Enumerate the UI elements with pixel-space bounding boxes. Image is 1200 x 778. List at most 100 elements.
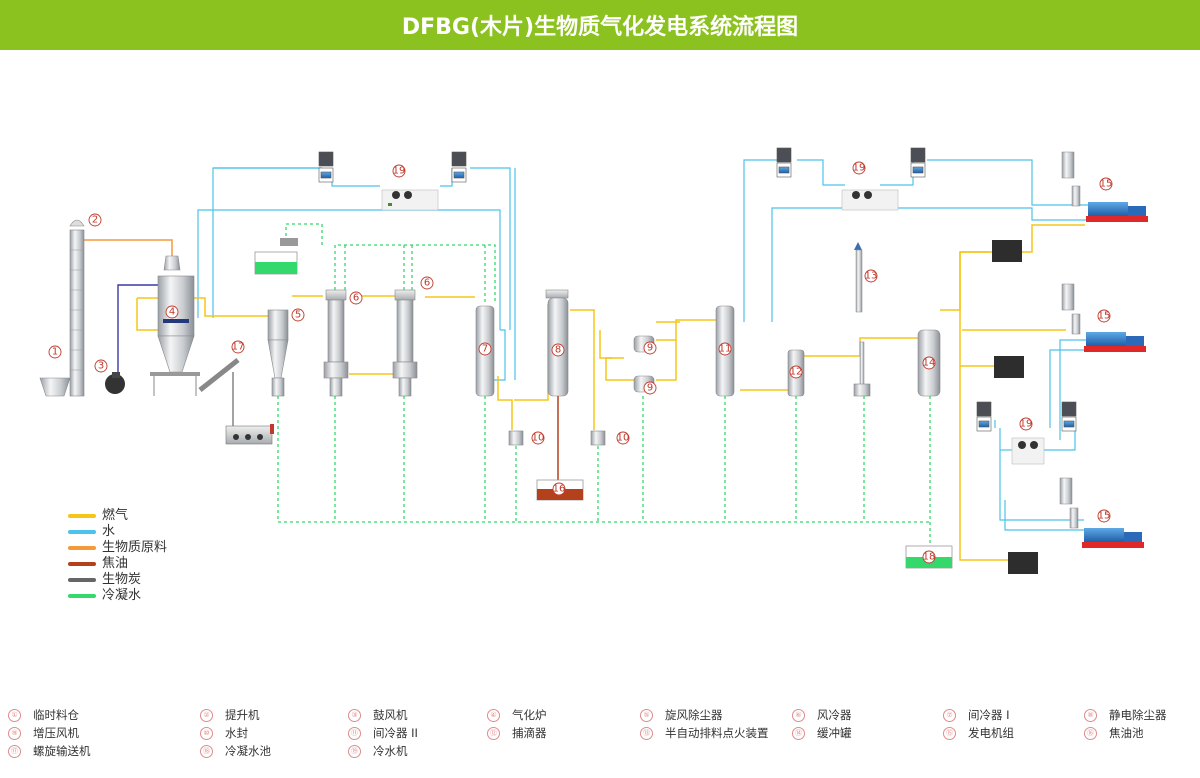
legend-swatch-biomass (68, 546, 96, 550)
legend-label: 水 (102, 524, 116, 539)
tag-10a: 10 (531, 431, 545, 445)
svg-text:8: 8 (555, 345, 561, 356)
generator-set-3 (1059, 477, 1144, 548)
screw-conveyor (198, 358, 274, 445)
tag-17: 17 (231, 340, 245, 354)
cyclone (267, 309, 289, 397)
air-line (117, 284, 160, 372)
legend-label: 焦油 (102, 556, 129, 571)
svg-text:4: 4 (169, 307, 175, 318)
tag-15a: 15 (1099, 177, 1113, 191)
legend-label: 燃气 (102, 508, 129, 523)
tag-6a: 6 (349, 291, 363, 305)
legend-swatch-condensate (68, 594, 96, 598)
svg-text:5: 5 (295, 310, 301, 321)
process-flow-diagram: 1 2 3 4 5 6 6 7 8 9 9 10 10 11 12 13 14 … (39, 147, 1148, 574)
svg-text:19: 19 (1020, 419, 1033, 430)
svg-text:12: 12 (790, 367, 803, 378)
legend-swatch-tar (68, 562, 96, 566)
tag-14: 14 (922, 356, 936, 370)
water-tank (254, 238, 298, 275)
svg-text:19: 19 (853, 163, 866, 174)
legend-label: 生物炭 (102, 572, 142, 587)
svg-text:14: 14 (923, 358, 936, 369)
tag-7: 7 (478, 342, 492, 356)
svg-text:2: 2 (92, 215, 98, 226)
svg-text:1: 1 (52, 347, 58, 358)
water-seal-2 (590, 430, 606, 446)
tag-2: 2 (88, 213, 102, 227)
temporary-silo (39, 219, 85, 397)
svg-text:9: 9 (647, 383, 653, 394)
svg-text:13: 13 (865, 271, 878, 282)
air-cooler-2 (392, 289, 418, 397)
page-title: DFBG(木片)生物质气化发电系统流程图 (401, 15, 799, 40)
equipment-tags: 1 2 3 4 5 6 6 7 8 9 9 10 10 11 12 13 14 … (48, 161, 1113, 564)
tag-12: 12 (789, 365, 803, 379)
svg-text:16: 16 (553, 484, 566, 495)
blower (105, 372, 125, 394)
chiller-unit-1 (381, 189, 439, 211)
title-banner: DFBG(木片)生物质气化发电系统流程图 (0, 0, 1200, 52)
svg-text:15: 15 (1098, 511, 1111, 522)
svg-text:3: 3 (98, 361, 104, 372)
tag-10b: 10 (616, 431, 630, 445)
svg-text:11: 11 (719, 344, 732, 355)
svg-text:10: 10 (617, 433, 630, 444)
tag-4: 4 (165, 305, 179, 319)
svg-text:17: 17 (232, 342, 245, 353)
condensate-lines (277, 223, 931, 552)
radiators (992, 240, 1038, 574)
svg-text:18: 18 (923, 552, 936, 563)
svg-text:6: 6 (353, 293, 359, 304)
tag-3: 3 (94, 359, 108, 373)
tag-15c: 15 (1097, 509, 1111, 523)
chiller-unit-2 (841, 189, 899, 211)
tag-19a: 19 (392, 164, 406, 178)
legend-label: 冷凝水 (102, 588, 142, 603)
air-cooler-1 (323, 289, 349, 397)
banner-divider (0, 50, 1200, 52)
tag-5: 5 (291, 308, 305, 322)
legend-swatch-char (68, 578, 96, 582)
tag-9b: 9 (643, 381, 657, 395)
tag-13: 13 (864, 269, 878, 283)
tag-16: 16 (552, 482, 566, 496)
tag-11: 11 (718, 342, 732, 356)
svg-text:19: 19 (393, 166, 406, 177)
pumps (318, 147, 1077, 432)
generator-set-2 (1061, 283, 1146, 352)
svg-text:15: 15 (1098, 311, 1111, 322)
tag-15b: 15 (1097, 309, 1111, 323)
tag-19b: 19 (852, 161, 866, 175)
chiller-unit-3 (1011, 437, 1045, 465)
svg-text:6: 6 (424, 278, 430, 289)
tag-1: 1 (48, 345, 62, 359)
legend-swatch-gas (68, 514, 96, 518)
ignition-device (853, 242, 871, 397)
tag-18: 18 (922, 550, 936, 564)
char-line (232, 372, 250, 431)
gas-lines (136, 224, 1085, 561)
tag-8: 8 (551, 343, 565, 357)
tag-9a: 9 (643, 341, 657, 355)
svg-text:9: 9 (647, 343, 653, 354)
legend-label: 生物质原料 (102, 540, 168, 555)
